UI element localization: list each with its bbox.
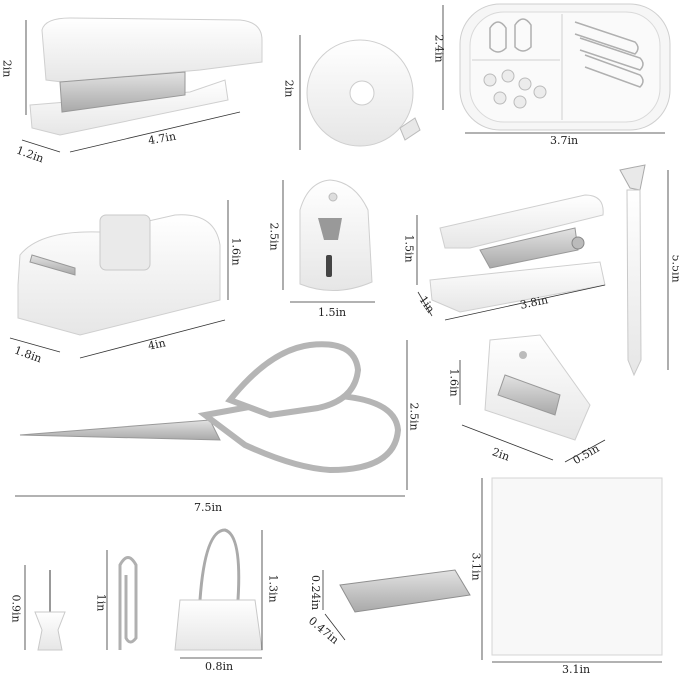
binder-clip-item — [174, 528, 263, 659]
push-pin-height-label: 0.9in — [9, 594, 23, 623]
paper-clip-height-label: 1in — [94, 593, 108, 612]
scissors-item — [15, 340, 408, 497]
tape-dispenser-item — [9, 200, 229, 359]
clip-box-width-label: 3.7in — [550, 134, 579, 147]
sticky-notes-width-label: 3.1in — [562, 663, 591, 676]
scissors-height-label: 2.5in — [407, 402, 421, 431]
tape-measure-item — [299, 35, 421, 150]
pen-item — [619, 164, 669, 377]
stapler-height-label: 2in — [0, 59, 14, 78]
hole-punch-item — [416, 194, 606, 321]
stapler-item — [21, 17, 263, 153]
staples-item — [322, 569, 471, 641]
clip-box-item — [442, 3, 671, 134]
tape-measure-diameter-label: 2in — [282, 79, 296, 98]
pen-length-label: 5.5in — [669, 254, 679, 283]
binder-clip-height-label: 1.3in — [266, 574, 280, 603]
pencil-sharpener-item — [282, 179, 375, 303]
sharpener-height-label: 2.5in — [267, 222, 281, 251]
hole-punch-height-label: 1.5in — [402, 234, 416, 263]
staples-height-label: 0.24in — [309, 574, 323, 611]
push-pin-item — [24, 565, 66, 651]
tape-dispenser-height-label: 1.6in — [229, 237, 243, 266]
sharpener-width-label: 1.5in — [318, 306, 347, 319]
staple-remover-height-label: 1.6in — [447, 368, 461, 397]
sticky-notes-item — [481, 477, 663, 663]
sticky-notes-height-label: 3.1in — [469, 552, 483, 581]
paper-clip-item — [106, 550, 138, 650]
scissors-length-label: 7.5in — [194, 501, 223, 514]
clip-box-height-label: 2.4in — [432, 34, 446, 63]
binder-clip-width-label: 0.8in — [205, 660, 234, 673]
staple-remover-item — [459, 334, 606, 463]
